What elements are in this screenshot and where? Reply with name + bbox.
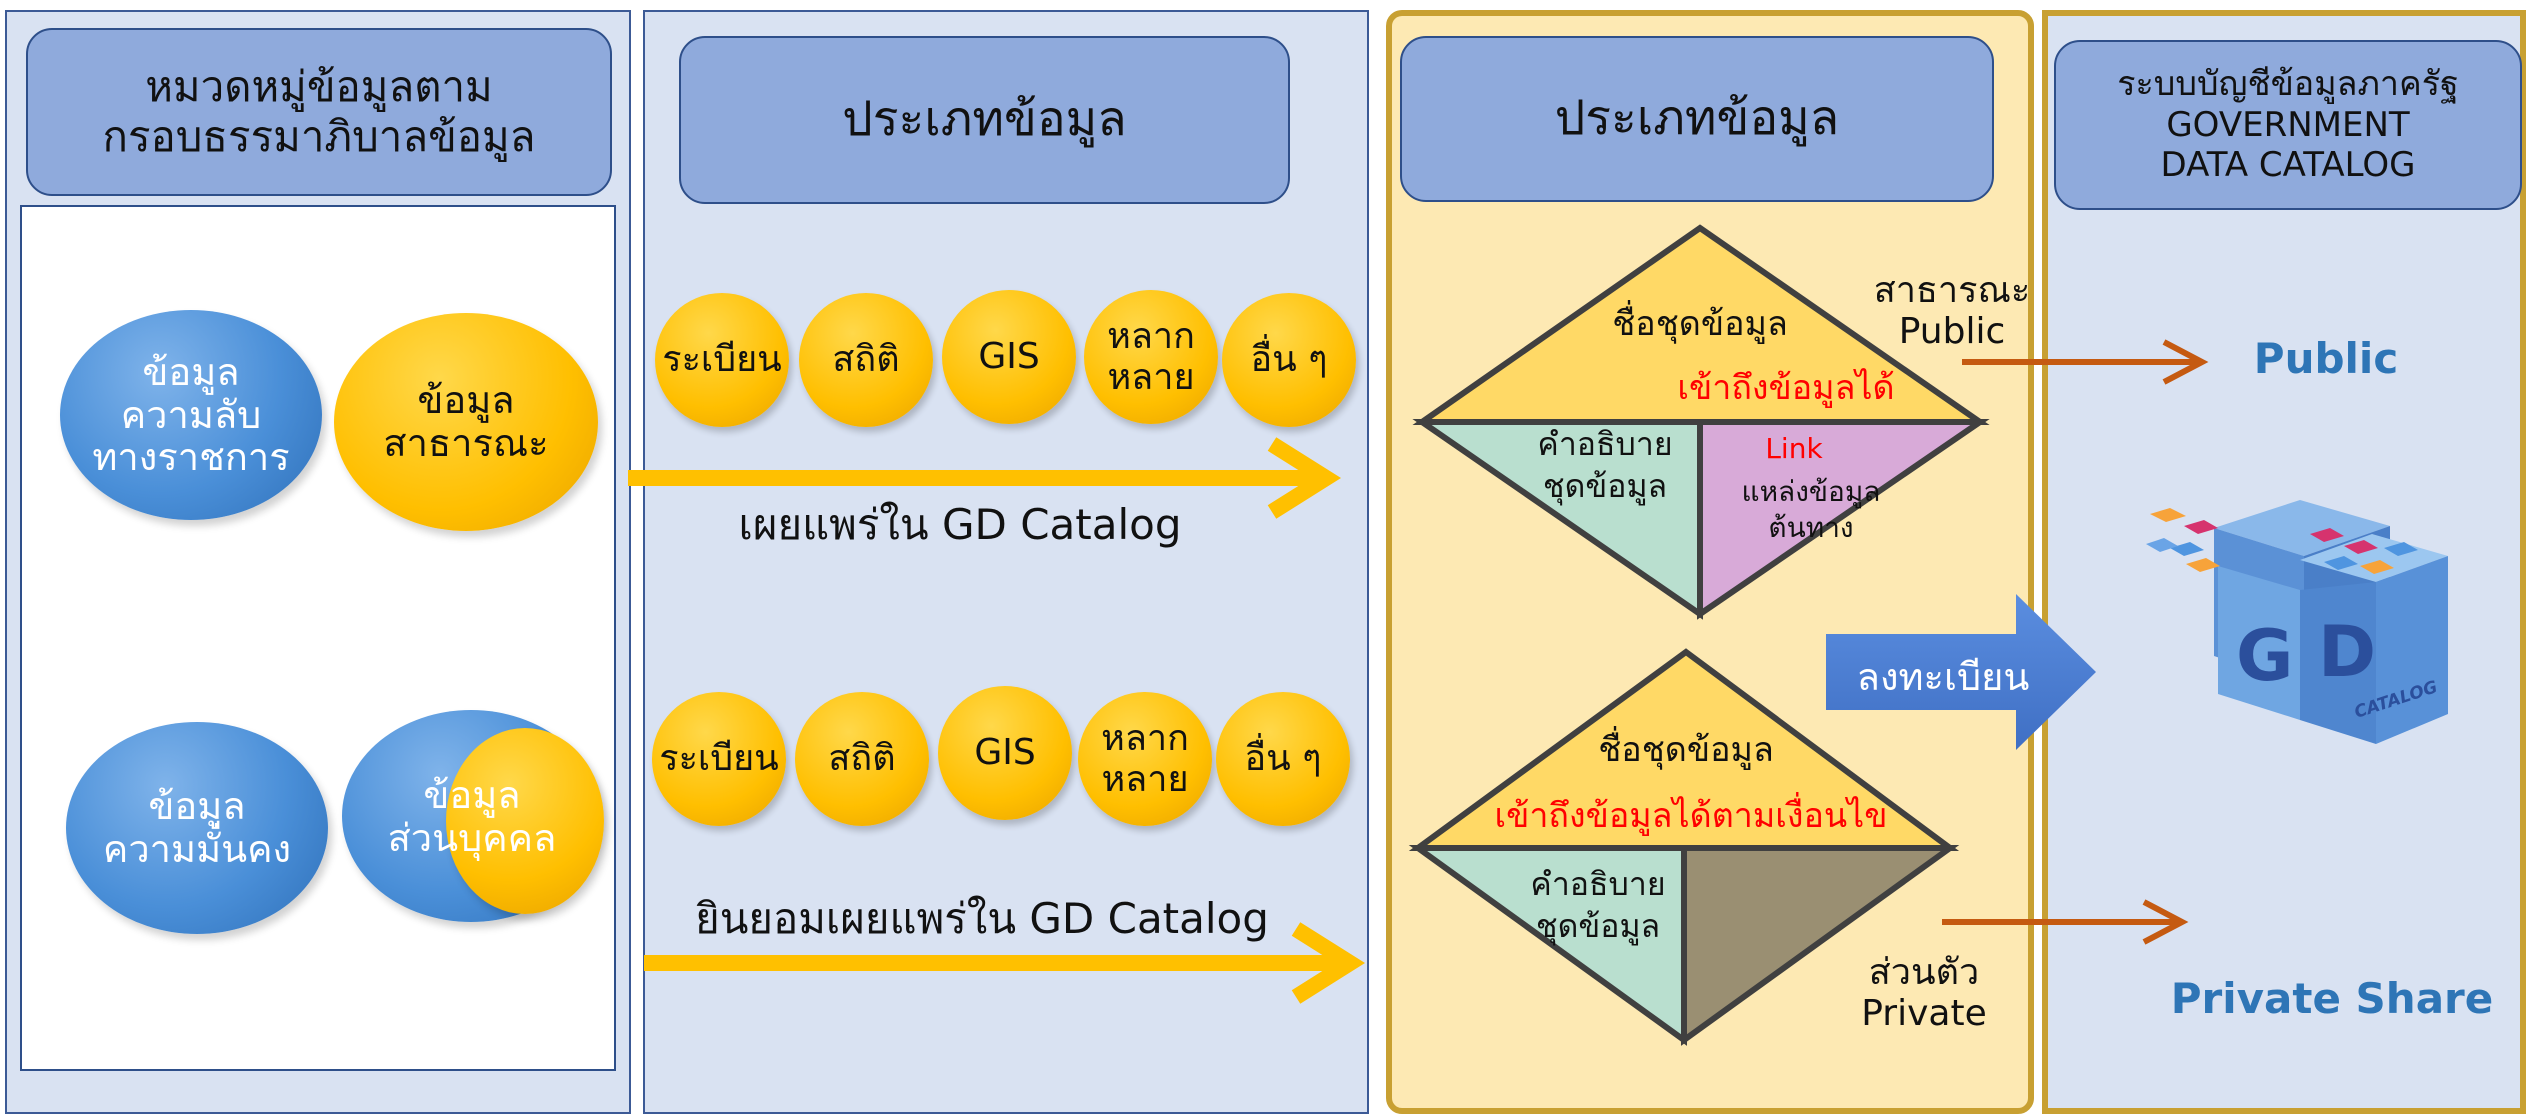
catalog-header: ระบบบัญชีข้อมูลภาครัฐ GOVERNMENT DATA CA…: [2054, 40, 2522, 210]
type-registry-1: ระเบียน: [655, 293, 789, 427]
public-dataset-diamond: [1412, 224, 1990, 620]
oval-public-data: ข้อมูล สาธารณะ: [334, 313, 598, 531]
oval-personal-data-fg: [446, 728, 604, 914]
bottom-description-label: คำอธิบาย ชุดข้อมูล: [1530, 865, 1666, 945]
oval-security-data: ข้อมูล ความมั่นคง: [66, 722, 328, 934]
register-arrow: [1826, 594, 2096, 750]
public-access-label: สาธารณะ Public: [1873, 270, 2031, 353]
private-dataset-diamond: [1408, 648, 1960, 1046]
private-arrow: [1942, 899, 2189, 945]
type-various-1: หลาก หลาย: [1084, 290, 1218, 424]
type-statistics-2: สถิติ: [795, 692, 929, 826]
consent-arrow: [644, 922, 1366, 1004]
private-share-label: Private Share: [2170, 974, 2494, 1023]
type-other-2: อื่น ๆ: [1216, 692, 1350, 826]
public-arrow: [1962, 339, 2209, 385]
bottom-dataset-name: ชื่อชุดข้อมูล: [1598, 730, 1774, 770]
top-dataset-name: ชื่อชุดข้อมูล: [1612, 304, 1788, 344]
bottom-access-label: เข้าถึงข้อมูลได้ตามเงื่อนไข: [1494, 796, 1888, 836]
consent-publish-label: ยินยอมเผยแพร่ใน GD Catalog: [695, 894, 1269, 943]
publish-label: เผยแพร่ใน GD Catalog: [738, 500, 1182, 549]
personal-data-label: ข้อมูล ส่วนบุคคล: [387, 773, 557, 860]
register-label: ลงทะเบียน: [1856, 655, 2030, 699]
type-statistics-1: สถิติ: [799, 293, 933, 427]
oval-official-secret: ข้อมูล ความลับ ทางราชการ: [60, 310, 322, 520]
type-gis-1: GIS: [942, 290, 1076, 424]
public-catalog-label: Public: [2253, 334, 2399, 383]
type-registry-2: ระเบียน: [652, 692, 786, 826]
svg-text:G: G: [2236, 615, 2293, 697]
data-type-header: ประเภทข้อมูล: [679, 36, 1290, 204]
format-header: ประเภทข้อมูล: [1400, 36, 1994, 202]
type-other-1: อื่น ๆ: [1222, 293, 1356, 427]
category-header: หมวดหมู่ข้อมูลตาม กรอบธรรมาภิบาลข้อมูล: [26, 28, 612, 196]
svg-text:D: D: [2318, 611, 2376, 693]
top-description-label: คำอธิบาย ชุดข้อมูล: [1537, 425, 1673, 505]
link-label: Link: [1765, 432, 1823, 465]
type-various-2: หลาก หลาย: [1078, 692, 1212, 826]
type-gis-2: GIS: [938, 686, 1072, 820]
source-label: แหล่งข้อมูล ต้นทาง: [1741, 475, 1881, 545]
gd-catalog-logo-icon: G D: [2146, 500, 2448, 744]
top-access-label: เข้าถึงข้อมูลได้: [1677, 368, 1895, 408]
private-access-label: ส่วนตัว Private: [1861, 952, 1987, 1035]
publish-arrow: [628, 437, 1342, 519]
